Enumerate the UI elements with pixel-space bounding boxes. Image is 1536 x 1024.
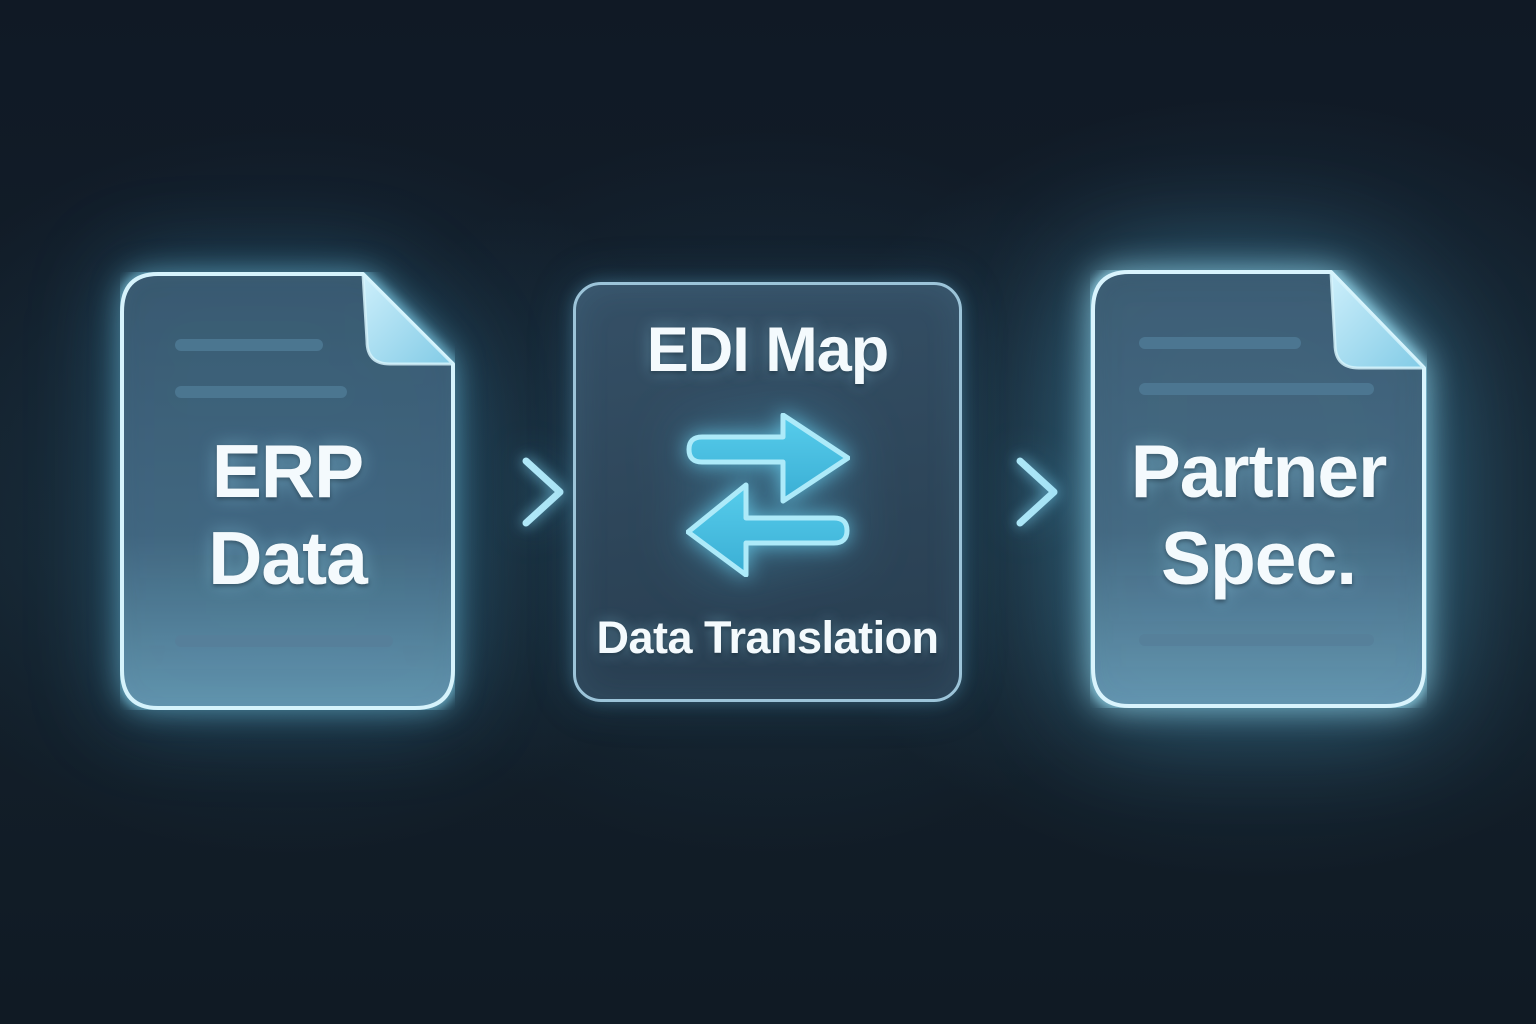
text-line-placeholder xyxy=(1139,634,1374,646)
text-line-placeholder xyxy=(1139,337,1301,349)
node-erp-data: ERP Data xyxy=(120,272,455,710)
document-outline xyxy=(1091,270,1426,708)
text-line-placeholder xyxy=(1139,383,1374,395)
arrow-head xyxy=(522,457,564,527)
node-subtitle-data-translation: Data Translation xyxy=(596,612,939,663)
document-outline xyxy=(120,272,455,710)
flow-arrow-icon xyxy=(469,457,564,527)
text-line-placeholder xyxy=(175,635,393,647)
swap-arrow-left xyxy=(685,482,849,577)
text-line-placeholder xyxy=(175,386,347,398)
arrow-head xyxy=(1016,457,1058,527)
document-icon xyxy=(1090,270,1427,708)
swap-arrow-right xyxy=(686,413,850,504)
flow-arrow-icon xyxy=(963,457,1058,527)
swap-arrows-icon xyxy=(685,413,850,577)
folded-corner-icon xyxy=(361,272,455,366)
node-edi-map: EDI Map Data Translation xyxy=(573,282,962,702)
text-line-placeholder xyxy=(175,339,323,351)
node-partner-spec: Partner Spec. xyxy=(1090,270,1427,708)
node-title-edi-map: EDI Map xyxy=(646,315,890,385)
document-icon xyxy=(120,272,455,710)
node-label-partner-spec: Partner Spec. xyxy=(1130,429,1388,600)
folded-corner-icon xyxy=(1329,270,1426,370)
node-label-erp-data: ERP Data xyxy=(208,429,368,600)
